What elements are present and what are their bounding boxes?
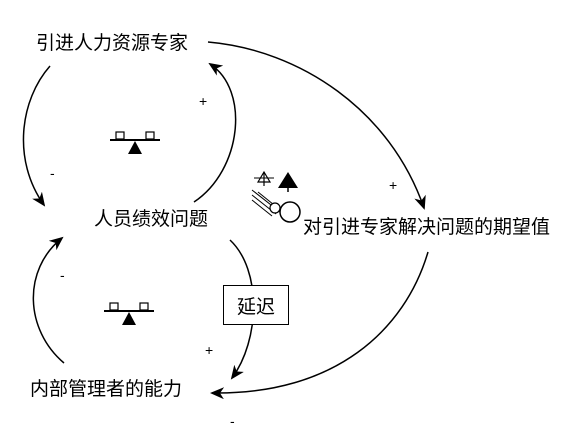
delay-marker: 延迟	[223, 285, 289, 325]
polarity-hire-to-performance: -	[50, 165, 55, 181]
polarity-expectation-to-capability: -	[230, 413, 235, 429]
polarity-performance-to-hire: +	[199, 93, 208, 109]
arrow-expectation-to-capability	[210, 251, 429, 400]
balance-loop-icon	[104, 302, 154, 325]
node-expectation: 对引进专家解决问题的期望值	[303, 216, 551, 238]
balance-loop-icon	[110, 131, 160, 154]
node-internal-capability: 内部管理者的能力	[30, 378, 183, 400]
arrow-capability-to-performance	[32, 236, 65, 364]
polarity-hire-to-expectation: +	[389, 177, 398, 193]
reinforcing-loop-snowball-icon	[251, 170, 301, 223]
node-performance-problem: 人员绩效问题	[94, 208, 209, 230]
delay-label: 延迟	[236, 295, 275, 318]
arrow-hire-to-performance	[22, 65, 51, 207]
arrow-hire-to-expectation	[207, 41, 426, 210]
polarity-capability-to-performance: -	[60, 267, 65, 283]
arrow-performance-to-hire	[193, 62, 237, 203]
polarity-performance-to-capability: +	[205, 342, 214, 358]
node-hire-experts: 引进人力资源专家	[36, 32, 189, 54]
